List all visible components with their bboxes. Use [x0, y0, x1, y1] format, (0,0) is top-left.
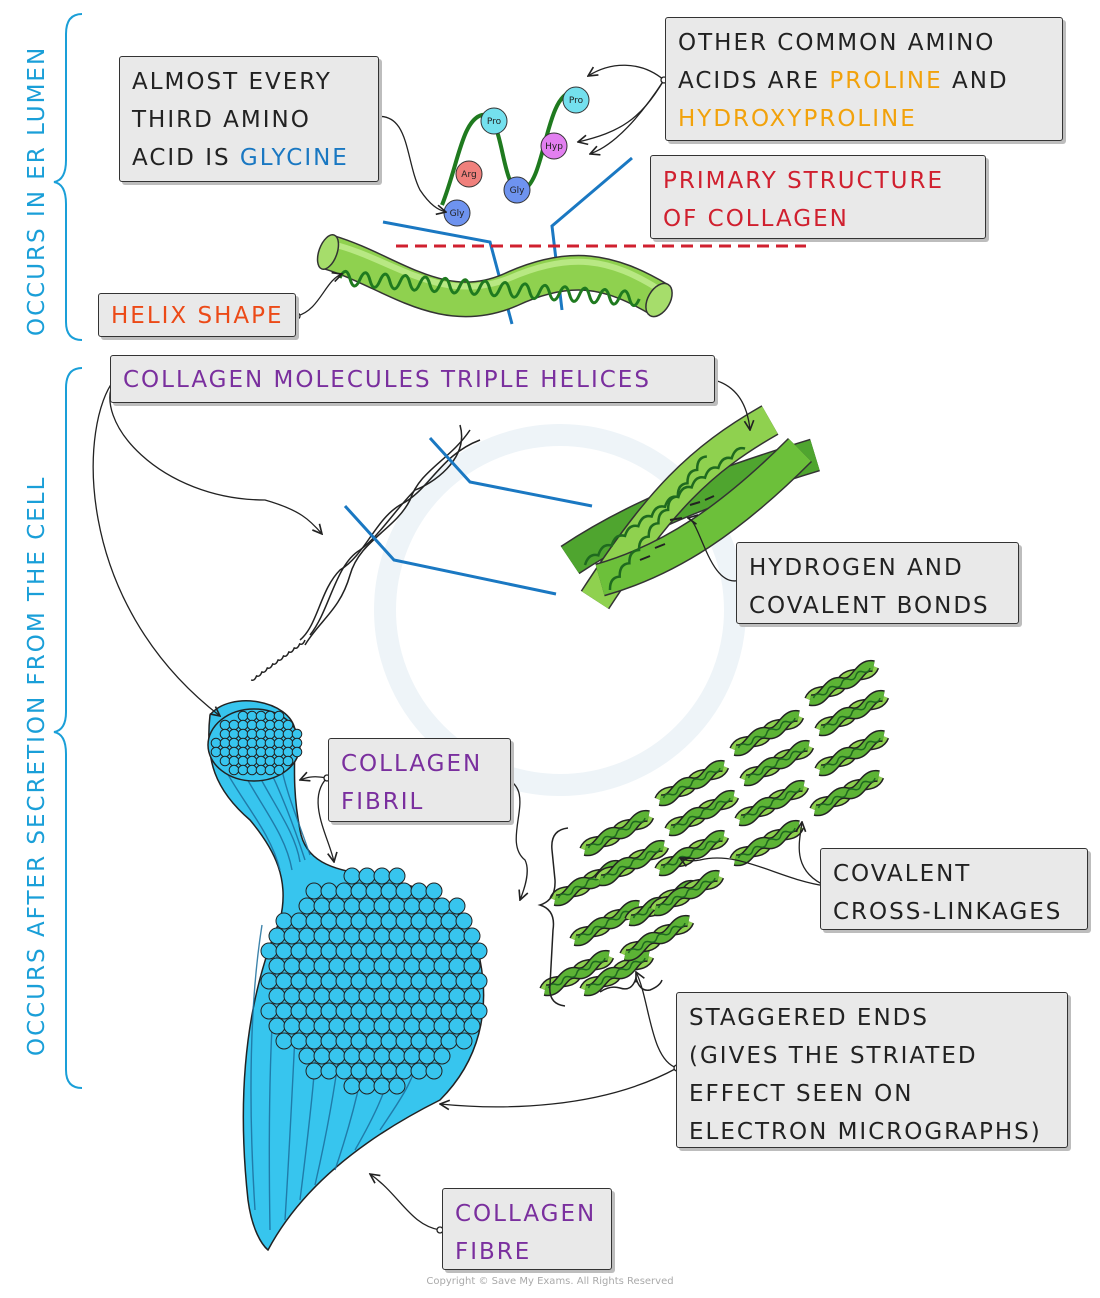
triple-helix-thick: [560, 405, 820, 610]
primary-structure-chain: Pro Pro Hyp Arg Gly Gly: [440, 86, 590, 227]
glycine-line2: third amino: [132, 107, 311, 133]
amino-acid-pro-1: Pro: [480, 107, 508, 135]
label-covalent-cross-linkages: Covalent cross-linkages: [820, 848, 1088, 930]
grid-brace-left: [537, 827, 569, 1007]
thin-triple-helix: [250, 424, 481, 682]
amino-acid-gly-2: Gly: [443, 199, 471, 227]
glycine-line1: Almost every: [132, 69, 332, 95]
amino-acid-gly-1: Gly: [503, 176, 531, 204]
staggered-line4: electron micrographs): [689, 1119, 1042, 1145]
svg-text:Pro: Pro: [487, 117, 502, 127]
staggered-line2: (gives the striated: [689, 1043, 978, 1069]
staggered-molecules-grid: [539, 660, 890, 997]
fibre-line2: fibre: [455, 1239, 532, 1265]
helix-tube: [316, 234, 673, 318]
staggered-line1: Staggered ends: [689, 1005, 929, 1031]
label-glycine: Almost every third amino acid is glycine: [119, 56, 379, 182]
triple-text: Collagen molecules triple helices: [123, 367, 651, 393]
label-staggered-ends: Staggered ends (gives the striated effec…: [676, 992, 1068, 1148]
sidebar-after-secretion: Occurs after secretion from the cell: [24, 475, 50, 1056]
collagen-fibril-cross-section: [207, 708, 303, 782]
crosslinks-line2: cross-linkages: [833, 899, 1063, 925]
zoom-guide-lines-middle: [343, 436, 593, 596]
amino-acid-arg: Arg: [455, 160, 483, 188]
amino-acid-hyp: Hyp: [540, 132, 568, 160]
fibril-line1: Collagen: [341, 751, 483, 777]
watermark: [374, 424, 746, 796]
primary-line2: of collagen: [663, 206, 849, 232]
label-hydrogen-covalent-bonds: Hydrogen and covalent bonds: [736, 542, 1019, 624]
fibre-line1: Collagen: [455, 1201, 597, 1227]
svg-text:Gly: Gly: [450, 209, 465, 219]
label-helix-shape: Helix shape: [98, 293, 296, 337]
copyright-notice: Copyright © Save My Exams. All Rights Re…: [426, 1276, 674, 1287]
hbonds-line1: Hydrogen and: [749, 555, 964, 581]
proline-line2-suffix: and: [951, 68, 1009, 94]
proline-line2-prefix: acids are: [678, 68, 821, 94]
label-primary-structure: Primary structure of collagen: [650, 155, 986, 239]
label-collagen-fibril: Collagen fibril: [328, 738, 511, 822]
fibril-line2: fibril: [341, 789, 425, 815]
svg-text:Arg: Arg: [461, 170, 476, 180]
staggered-line3: effect seen on: [689, 1081, 914, 1107]
collagen-fibre-cross-section: [260, 867, 488, 1095]
svg-text:Pro: Pro: [569, 96, 584, 106]
label-triple-helices: Collagen molecules triple helices: [110, 355, 715, 403]
svg-text:Gly: Gly: [510, 186, 525, 196]
crosslinks-line1: Covalent: [833, 861, 972, 887]
hydroxyproline-highlight: hydroxyproline: [678, 106, 917, 132]
bottom-section-brace: [53, 367, 83, 1089]
hbonds-line2: covalent bonds: [749, 593, 990, 619]
glycine-highlight: glycine: [239, 145, 349, 171]
label-proline: Other common amino acids are proline and…: [665, 17, 1063, 141]
svg-text:Hyp: Hyp: [545, 142, 563, 152]
sidebar-er-lumen: Occurs in ER lumen: [24, 45, 50, 336]
glycine-line3-prefix: acid is: [132, 145, 231, 171]
proline-line1: Other common amino: [678, 30, 996, 56]
helix-text: Helix shape: [111, 303, 284, 329]
primary-line1: Primary structure: [663, 168, 945, 194]
top-section-brace: [53, 13, 83, 341]
proline-highlight: proline: [829, 68, 943, 94]
amino-acid-pro-2: Pro: [562, 86, 590, 114]
label-collagen-fibre: Collagen fibre: [442, 1188, 612, 1270]
